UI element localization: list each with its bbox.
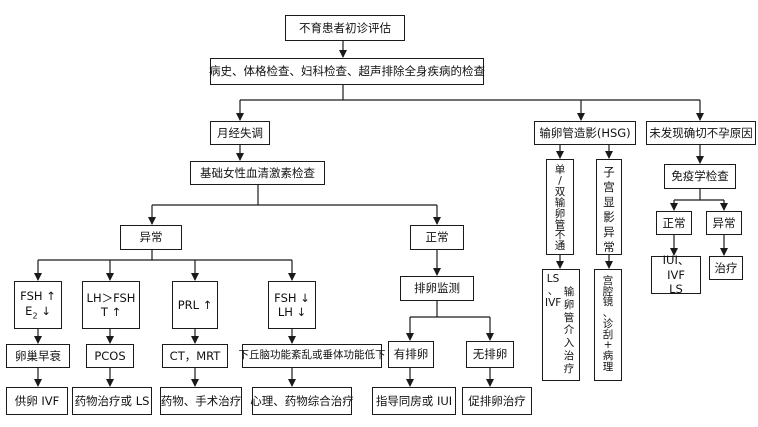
pcos-line2: T ↑	[100, 305, 122, 319]
guided-intercourse-node: 指导同房或 IUI	[372, 387, 456, 415]
tubal-obstruction-node: 单 / 双 输 卵 管 不 通	[546, 159, 574, 255]
immune-abnormal-node: 异常	[706, 211, 742, 235]
ovarian-failure-node: 卵巢早衰	[6, 344, 70, 368]
history-exam-node: 病史、体格检查、妇科检查、超声排除全身疾病的检查	[209, 58, 485, 85]
tubal-result-node: LS 、 IVF 输 卵 管 介 入 治 疗	[542, 269, 580, 381]
hsg-node: 输卵管造影(HSG)	[534, 121, 636, 145]
hysteroscopy-node: 宫 腔 镜 、 诊 刮 + 病 理	[594, 269, 622, 381]
unexplained-node: 未发现确切不孕原因	[646, 121, 756, 145]
fsh-high-line1: FSH ↑	[20, 289, 56, 304]
e2-arrow: ↓	[41, 303, 51, 318]
menstrual-disorder-node: 月经失调	[210, 121, 270, 145]
basal-hormone-node: 基础女性血清激素检查	[190, 161, 325, 185]
e2-subscript: 2	[32, 310, 38, 320]
fsh-high-line2: E2 ↓	[25, 304, 51, 321]
tubal-obstruction-text: 单 / 双 输 卵 管 不 通	[554, 164, 566, 253]
fsh-low-node: FSH ↓ LH ↓	[268, 281, 316, 329]
ovulation-monitor-node: 排卵监测	[400, 276, 474, 301]
psych-drug-node: 心理、药物综合治疗	[250, 387, 354, 415]
pcos-hormone-node: LH＞FSH T ↑	[82, 281, 140, 329]
egg-donation-ivf-node: 供卵 IVF	[6, 387, 68, 415]
iui-ivf-ls-text: IUI、IVF LS	[662, 253, 690, 297]
ovulation-induction-node: 促排卵治疗	[462, 387, 532, 415]
normal-node: 正常	[410, 225, 464, 250]
treatment-node: 治疗	[709, 256, 743, 280]
has-ovulation-node: 有排卵	[388, 341, 434, 368]
fsh-high-node: FSH ↑ E2 ↓	[14, 281, 62, 329]
no-ovulation-node: 无排卵	[466, 341, 514, 368]
drug-or-ls-node: 药物治疗或 LS	[72, 387, 152, 415]
immunology-node: 免疫学检查	[664, 164, 736, 189]
tubal-treatment-text: 输 卵 管 介 入 治 疗	[563, 286, 575, 375]
fsh-low-line2: LH ↓	[277, 305, 307, 319]
immune-normal-node: 正常	[656, 211, 692, 235]
pcos-node: PCOS	[86, 344, 134, 368]
fsh-low-line1: FSH ↓	[274, 290, 310, 305]
iui-ivf-ls-node: IUI、IVF LS	[651, 253, 701, 297]
hysteroscopy-text: 宫 腔 镜 、 诊 刮 + 病 理	[602, 275, 614, 373]
hypothalamic-node: 下丘脑功能紊乱或垂体功能低下	[239, 344, 386, 368]
ct-mrt-node: CT，MRT	[162, 344, 228, 368]
uterine-abnormal-node: 子 宫 显 影 异 常	[596, 159, 622, 255]
pcos-line1: LH＞FSH	[86, 290, 136, 305]
root-node: 不育患者初诊评估	[285, 15, 405, 41]
uterine-abnormal-text: 子 宫 显 影 异 常	[603, 165, 615, 254]
e2-label: E	[25, 303, 33, 318]
drug-surgery-node: 药物、手术治疗	[160, 387, 242, 415]
tubal-ls-ivf-text: LS 、 IVF	[545, 273, 562, 309]
abnormal-node: 异常	[120, 225, 182, 250]
prl-node: PRL ↑	[172, 281, 218, 329]
